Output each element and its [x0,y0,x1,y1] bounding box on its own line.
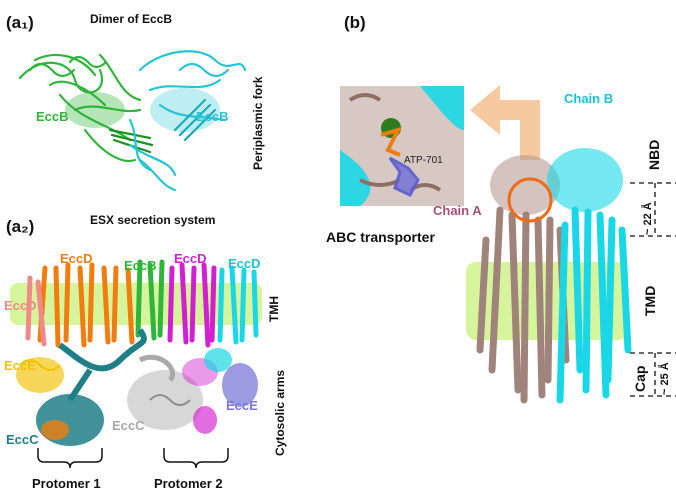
chain-a-label: Chain A [433,203,482,218]
abc-transporter-label: ABC transporter [326,229,435,245]
eccb-right-label: EccB [196,109,229,124]
distance-25-label: ~ 25 Å [658,362,671,395]
dimension-lines [630,182,676,397]
ecce-yellow-domain [16,357,64,393]
ecce-blue-label: EccE [226,398,258,413]
chain-b-structure [547,148,632,404]
ecce-yellow-label: EccE [4,358,36,373]
ecce-blue-domain [204,348,258,407]
cytosolic-arms-label: Cytosolic arms [273,370,287,456]
eccc-gray-label: EccC [112,418,145,433]
eccd-magenta-helices [167,262,217,348]
eccd-pink-label: EccD [4,298,37,313]
eccb-green-helices [135,259,165,341]
atp-phosphates [380,126,402,157]
protomer2-brace [163,448,229,469]
eccd-pink-helices [25,275,47,347]
atp-label: ATP-701 [404,155,443,166]
tmd-label: TMD [642,286,658,316]
protomer2-label: Protomer 2 [154,476,223,491]
cap-label: Cap [632,366,648,392]
protomer1-label: Protomer 1 [32,476,101,491]
panel-a2-tag: (a₂) [6,217,34,236]
panel-a2-title: ESX secretion system [90,213,215,227]
eccb-left-label: EccB [36,109,69,124]
panel-a1-tag: (a₁) [6,13,34,32]
eccb-green-label: EccB [124,258,157,273]
eccc-gray-domain [127,354,203,430]
eccb-green-structure [18,53,154,163]
protomer1-brace [37,448,103,469]
membrane-band-a2 [10,283,262,325]
eccc-teal-domain [36,328,147,446]
eccd-magenta-label: EccD [174,251,207,266]
eccc-teal-label: EccC [6,432,39,447]
zoom-arrow [470,85,540,160]
eccd-cyan-label: EccD [228,256,261,271]
panel-a1-title: Dimer of EccB [90,12,172,26]
eccb-cyan-structure [128,50,247,192]
nbd-label: NBD [646,140,662,170]
eccd-cyan-helices [217,265,259,345]
chain-b-label: Chain B [564,91,613,106]
eccd-orange-label: EccD [60,251,93,266]
atp-inset [340,86,464,206]
tmh-label: TMH [267,296,281,322]
atp-site-circle [507,177,553,223]
distance-22-label: ~ 22 Å [641,202,654,235]
atp-base [388,156,420,197]
panel-b-tag: (b) [344,13,366,32]
periplasmic-fork-label: Periplasmic fork [251,76,265,170]
